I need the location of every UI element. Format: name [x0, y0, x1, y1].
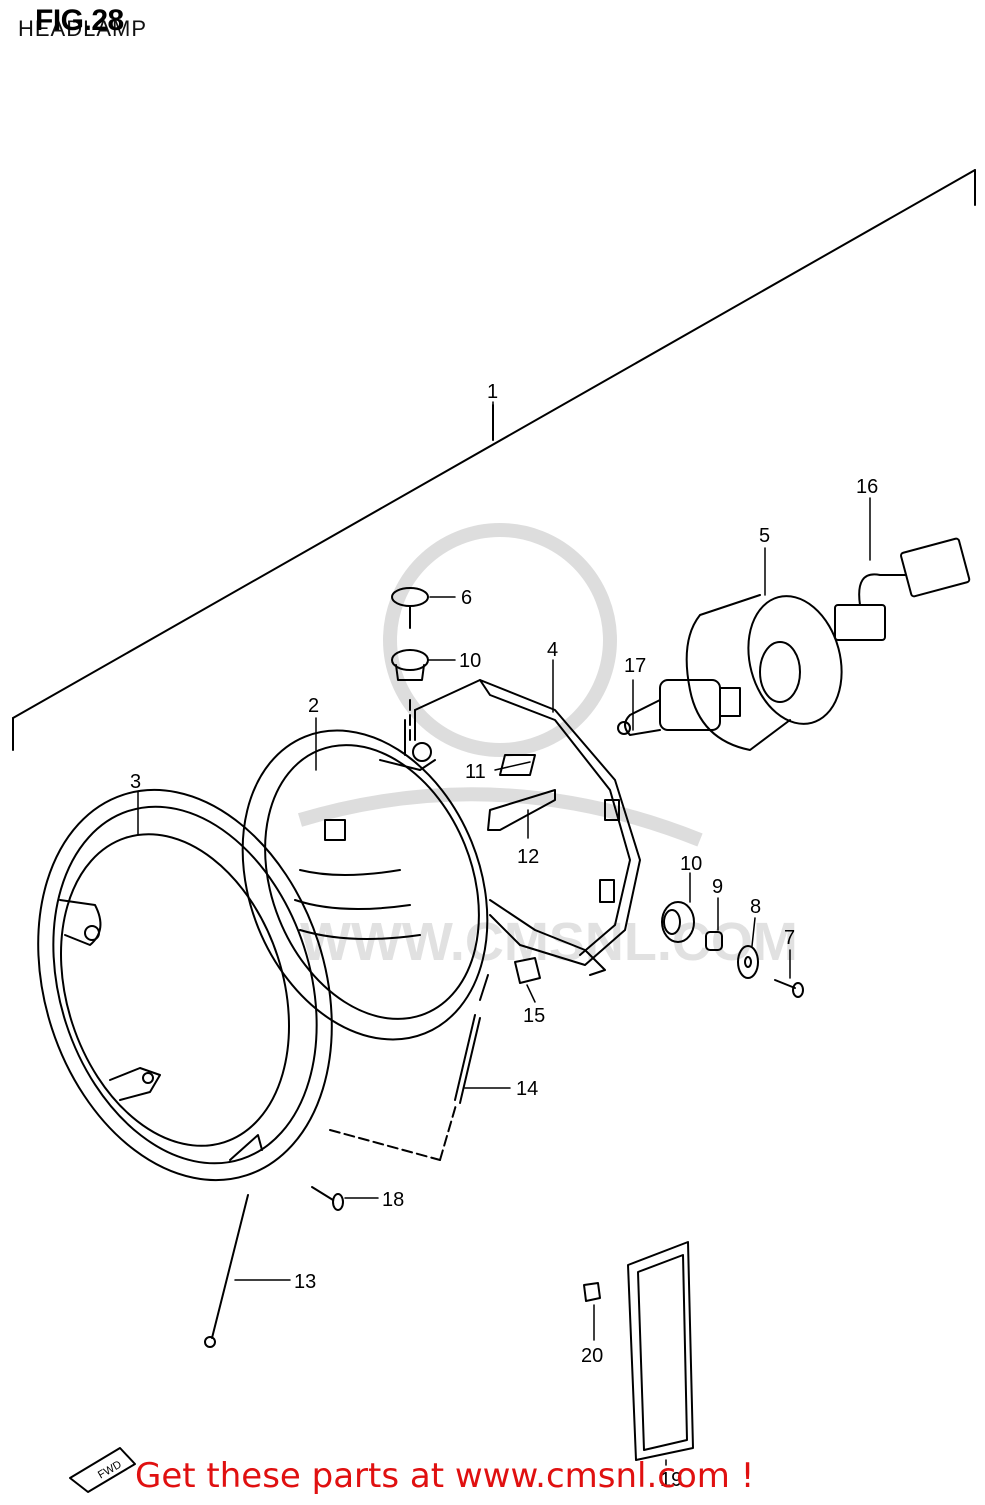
socket-cover [685, 594, 843, 751]
callout-4: 4 [547, 639, 558, 661]
figure-number: FIG.28 [35, 4, 124, 37]
callout-labels: 1 2 3 4 5 6 7 8 9 10 10 11 12 13 14 15 1… [130, 381, 878, 1491]
assembly-bracket-line [12, 169, 976, 751]
nut-20 [583, 1282, 601, 1302]
callout-18: 18 [382, 1189, 404, 1211]
reflector-19 [627, 1241, 694, 1461]
screw-18 [311, 1186, 344, 1211]
adjust-screw-13 [204, 1194, 249, 1348]
leader-lines [137, 401, 871, 1466]
callout-11: 11 [465, 761, 486, 783]
callout-15: 15 [523, 1005, 545, 1027]
callout-10-lower: 10 [680, 853, 702, 875]
watermark-text: WWW.CMSNL.COM [300, 912, 798, 972]
screw-6 [391, 587, 429, 629]
callout-14: 14 [516, 1078, 538, 1100]
collar-9 [705, 931, 723, 951]
callout-12: 12 [517, 846, 539, 868]
callout-13: 13 [294, 1271, 316, 1293]
callout-8: 8 [750, 896, 761, 918]
callout-3: 3 [130, 771, 141, 793]
page-subtitle: HEADLAMP [18, 16, 148, 41]
spring-14 [454, 974, 489, 1104]
callout-6: 6 [461, 587, 472, 609]
headlamp-lens-unit [241, 729, 489, 1041]
nut-15 [514, 957, 541, 984]
callout-19: 19 [660, 1469, 682, 1491]
callout-5: 5 [759, 525, 770, 547]
promo-link[interactable]: Get these parts at www.cmsnl.com ! [135, 1456, 755, 1496]
callout-1: 1 [487, 381, 498, 403]
callout-2: 2 [308, 695, 319, 717]
callout-9: 9 [712, 876, 723, 898]
callout-20: 20 [581, 1345, 603, 1367]
headlamp-rim [37, 788, 333, 1182]
fwd-badge [69, 1447, 136, 1493]
cms-watermark: WWW.CMSNL.COM [297, 523, 798, 972]
washer-8 [737, 945, 759, 979]
bolt-7 [774, 979, 804, 998]
callout-10-upper: 10 [459, 650, 481, 672]
headlamp-housing-bracket [404, 679, 641, 976]
callout-7: 7 [784, 927, 795, 949]
callout-16: 16 [856, 476, 878, 498]
grommet-10-lower [661, 901, 695, 943]
callout-17: 17 [624, 655, 646, 677]
wire-connector [834, 537, 971, 641]
headlight-bulb [617, 679, 741, 736]
